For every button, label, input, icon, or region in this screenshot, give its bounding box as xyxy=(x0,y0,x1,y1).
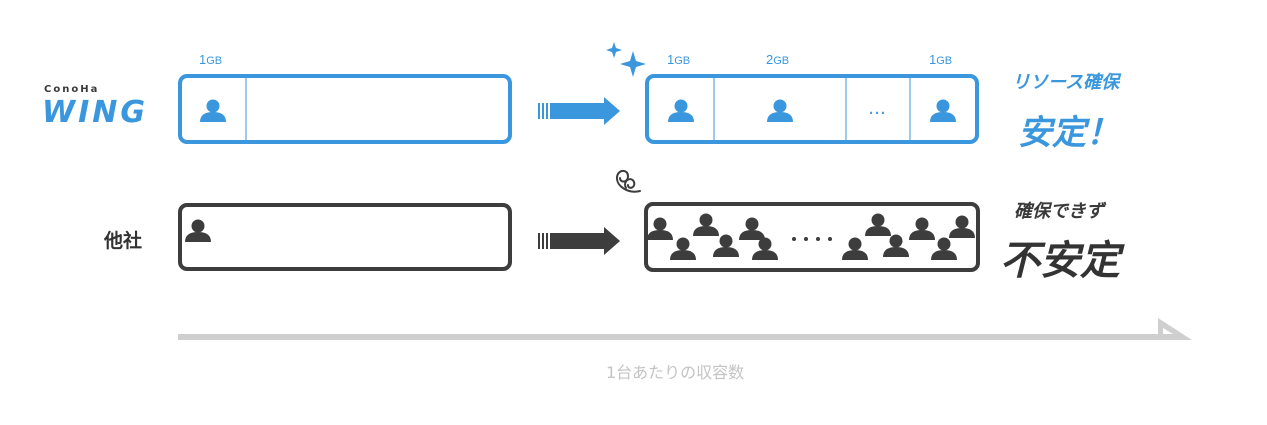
bad-result: 不安定 xyxy=(1000,238,1120,284)
arrow-right-icon xyxy=(538,227,620,255)
bad-caption: 確保できず xyxy=(1014,201,1104,222)
other-server-after xyxy=(644,202,980,272)
good-result: 安定！ xyxy=(1018,113,1120,153)
other-server-before xyxy=(178,203,512,271)
capacity-label: 1GB xyxy=(667,52,691,67)
brand-logo: WING xyxy=(42,95,148,130)
capacity-label: 2GB xyxy=(766,52,790,67)
capacity-axis-arrow xyxy=(178,318,1192,340)
other-company-label: 他社 xyxy=(104,230,143,252)
capacity-label: 1GB xyxy=(199,52,223,67)
axis-label: 1台あたりの収容数 xyxy=(606,363,745,382)
capacity-label: 1GB xyxy=(929,52,953,67)
wing-server-after: … xyxy=(645,74,979,144)
wing-server-before xyxy=(178,74,512,144)
brand-small-text: ConoHa xyxy=(44,84,100,95)
arrow-right-icon xyxy=(538,97,620,125)
good-caption: リソース確保 xyxy=(1012,72,1120,93)
dizzy-swirl-icon xyxy=(615,169,641,193)
ellipsis: … xyxy=(868,98,888,119)
sparkle-icon xyxy=(606,42,646,77)
